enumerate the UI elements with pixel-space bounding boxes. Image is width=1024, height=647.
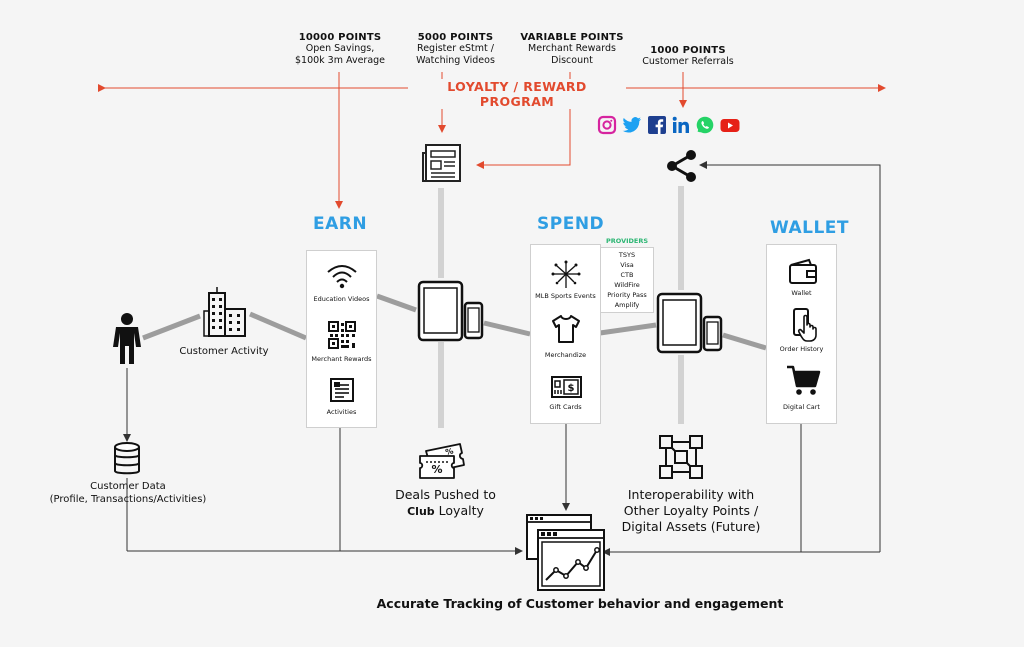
points-desc: Merchant Rewards (528, 43, 616, 54)
points-title: 5000 POINTS (417, 32, 494, 43)
provider-item: Amplify (614, 301, 640, 309)
provider-item: Priority Pass (607, 291, 647, 299)
deals-line2: Club Loyalty (378, 503, 513, 520)
wallet-item-label: Wallet (791, 289, 812, 297)
interop-line2: Other Loyalty Points / (623, 503, 759, 518)
points-1000: 1000 POINTS Customer Referrals (628, 45, 748, 68)
earn-panel: Education Videos Merchant Rewards Activi… (306, 250, 377, 428)
provider-item: WildFire (614, 281, 640, 289)
points-variable: VARIABLE POINTS Merchant Rewards Discoun… (512, 32, 632, 67)
social-icons (597, 115, 740, 135)
fireworks-icon (551, 260, 581, 288)
points-title: VARIABLE POINTS (520, 32, 624, 43)
share-icon (667, 150, 696, 182)
whatsapp-icon[interactable] (696, 116, 714, 134)
interop-line3: Digital Assets (Future) (621, 519, 761, 534)
coupon-tickets-icon: % % (419, 443, 465, 479)
spend-item-label: Merchandize (544, 351, 587, 359)
instagram-icon[interactable] (597, 115, 617, 135)
blockchain-icon (659, 435, 703, 479)
providers-title: PROVIDERS (605, 237, 649, 245)
buildings-icon (203, 287, 246, 337)
wallet-icon (789, 258, 817, 284)
interoperability-label: Interoperability with Other Loyalty Poin… (608, 487, 774, 535)
wifi-icon (327, 265, 357, 289)
spend-title: SPEND (537, 214, 605, 234)
customer-activity-label: Customer Activity (179, 346, 269, 357)
twitter-icon[interactable] (622, 116, 642, 134)
loyalty-program-title: LOYALTY / REWARD PROGRAM (408, 79, 626, 109)
points-desc: $100k 3m Average (294, 55, 386, 66)
points-desc: Watching Videos (416, 55, 495, 66)
earn-item-label: Merchant Rewards (311, 355, 372, 363)
person-icon (113, 313, 141, 364)
wallet-panel: Wallet Order History Digital Cart (766, 244, 837, 424)
spend-panel: MLB Sports Events Merchandize $ Gift Car… (530, 244, 601, 424)
gift-card-icon: $ (551, 376, 582, 398)
points-desc: Open Savings, (305, 43, 375, 54)
spend-item-label: MLB Sports Events (535, 292, 596, 300)
touch-phone-icon (793, 308, 817, 342)
earn-item-label: Activities (326, 408, 357, 416)
tshirt-icon (552, 315, 580, 343)
spend-item-label: Gift Cards (549, 403, 582, 411)
deals-club: Club (407, 505, 435, 518)
earn-item-label: Education Videos (313, 295, 370, 303)
activities-icon (330, 378, 354, 402)
newspaper-icon (422, 144, 461, 182)
customer-data-label: Customer Data (Profile, Transactions/Act… (38, 480, 218, 506)
wallet-title: WALLET (770, 218, 850, 238)
qr-code-icon (328, 321, 356, 349)
cart-icon (787, 365, 821, 395)
points-10000: 10000 POINTS Open Savings, $100k 3m Aver… (280, 32, 400, 67)
customer-data-line2: (Profile, Transactions/Activities) (49, 494, 207, 505)
points-title: 1000 POINTS (650, 45, 726, 56)
provider-item: TSYS (618, 251, 636, 259)
wallet-item-label: Digital Cart (783, 403, 820, 411)
points-desc: Customer Referrals (642, 56, 734, 67)
deals-line1: Deals Pushed to (395, 487, 496, 502)
providers-list: TSYS Visa CTB WildFire Priority Pass Amp… (600, 247, 654, 313)
points-5000: 5000 POINTS Register eStmt / Watching Vi… (398, 32, 513, 67)
footer-title: Accurate Tracking of Customer behavior a… (376, 596, 784, 611)
analytics-dashboard-icon (526, 514, 605, 591)
points-title: 10000 POINTS (298, 32, 382, 43)
svg-text:%: % (445, 446, 455, 456)
linkedin-icon[interactable] (672, 116, 690, 134)
svg-text:$: $ (568, 383, 575, 394)
tablet-phone-icon (656, 292, 723, 354)
provider-item: CTB (620, 271, 634, 279)
provider-item: Visa (620, 261, 634, 269)
deals-loyalty: Loyalty (438, 503, 484, 518)
points-desc: Register eStmt / (417, 43, 494, 54)
providers-box: PROVIDERS TSYS Visa CTB WildFire Priorit… (600, 236, 654, 313)
svg-text:%: % (431, 463, 442, 476)
customer-data-line1: Customer Data (90, 481, 166, 492)
facebook-icon[interactable] (648, 116, 666, 134)
tablet-phone-icon (417, 280, 484, 342)
interop-line1: Interoperability with (627, 487, 755, 502)
youtube-icon[interactable] (720, 116, 740, 134)
deals-pushed-label: Deals Pushed to Club Loyalty (378, 487, 513, 520)
earn-title: EARN (313, 214, 368, 234)
wallet-item-label: Order History (779, 345, 824, 353)
points-desc: Discount (551, 55, 593, 66)
database-icon (114, 442, 140, 475)
